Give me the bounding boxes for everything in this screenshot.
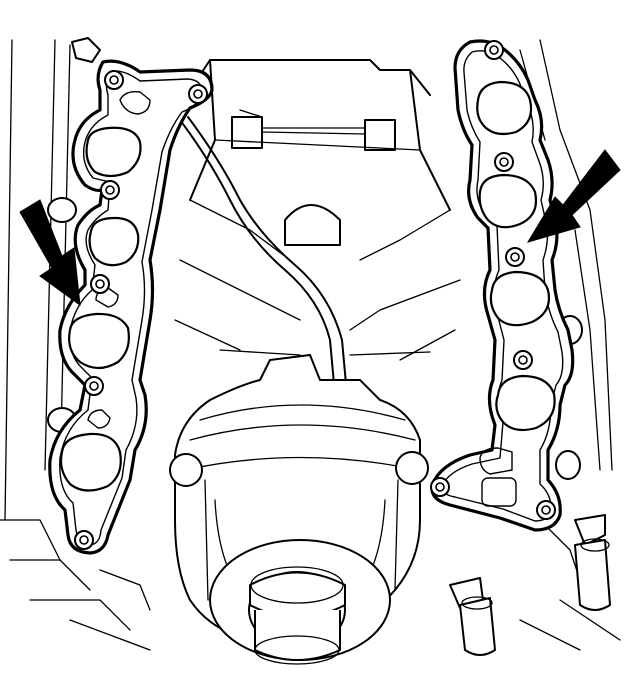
callout-arrows (19, 149, 621, 307)
engine-valley (174, 59, 461, 396)
right-intake-manifold-gasket (430, 39, 575, 532)
right-gasket-arrow (526, 149, 621, 243)
left-intake-manifold-gasket (48, 37, 214, 555)
left-gasket-arrow (19, 199, 81, 307)
left-port-1 (85, 126, 142, 178)
left-port-2 (88, 216, 140, 267)
right-port-3 (489, 270, 550, 327)
right-port-1 (476, 80, 533, 136)
right-port-4 (495, 374, 556, 432)
bottom-right-studs (449, 514, 611, 656)
left-port-3 (68, 312, 130, 370)
left-port-4 (59, 432, 122, 492)
front-cover-assembly (169, 354, 429, 665)
right-port-2 (478, 173, 538, 229)
